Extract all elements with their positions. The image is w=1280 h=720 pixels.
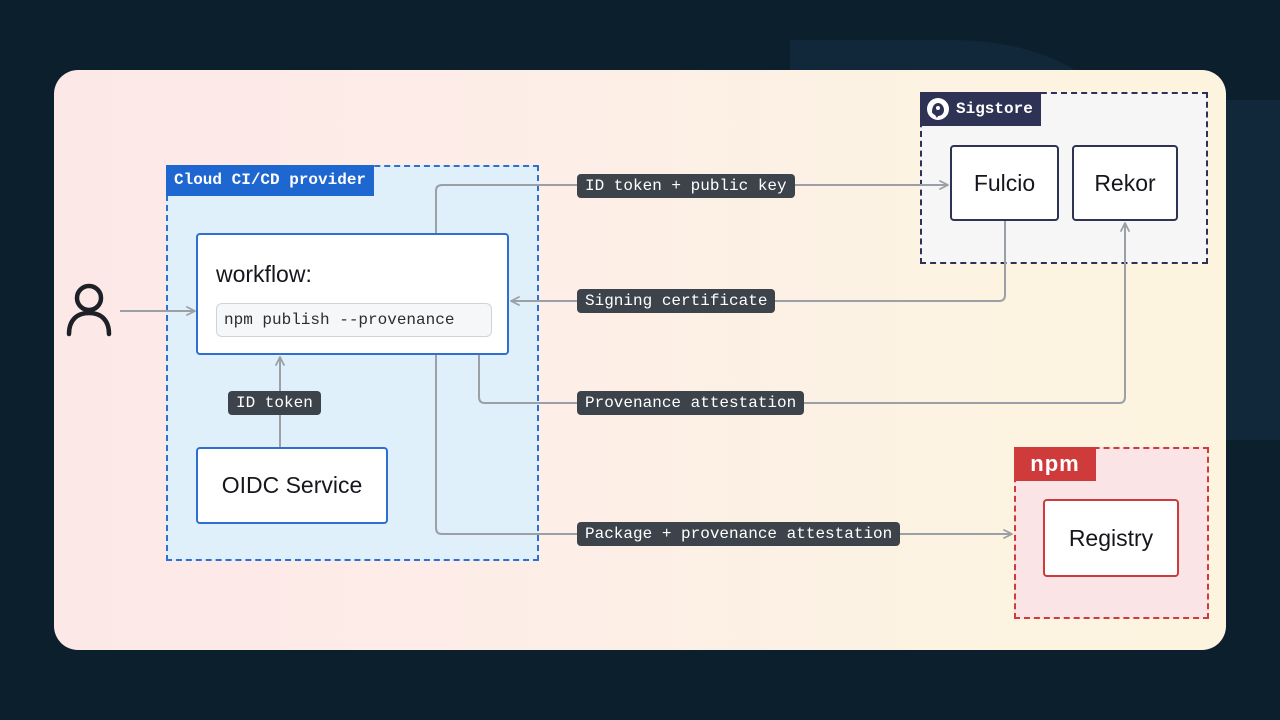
user-icon: [66, 283, 112, 337]
arrow-workflow-to-fulcio: [435, 180, 949, 233]
workflow-command: npm publish --provenance: [216, 303, 492, 337]
rekor-node: Rekor: [1072, 145, 1178, 221]
cloud-cicd-provider-label: Cloud CI/CD provider: [166, 165, 375, 196]
oidc-service-node: OIDC Service: [196, 447, 388, 524]
sigstore-logo-icon: [927, 98, 949, 120]
arrow-fulcio-to-workflow: [510, 221, 1006, 306]
npm-logo-text: npm: [1030, 453, 1079, 475]
fulcio-node: Fulcio: [950, 145, 1059, 221]
workflow-node: workflow: npm publish --provenance: [196, 233, 509, 355]
arrow-workflow-to-registry: [435, 355, 1013, 539]
label-id-token-public-key: ID token + public key: [577, 174, 795, 198]
workflow-title: workflow:: [216, 261, 312, 287]
npm-label: npm: [1014, 447, 1096, 481]
diagram-card: Cloud CI/CD provider Sigstore npm: [54, 70, 1226, 650]
label-id-token: ID token: [228, 391, 321, 415]
registry-node: Registry: [1043, 499, 1179, 577]
label-signing-certificate: Signing certificate: [577, 289, 776, 313]
label-package-provenance-attestation: Package + provenance attestation: [577, 522, 901, 546]
label-provenance-attestation: Provenance attestation: [577, 391, 805, 415]
sigstore-label: Sigstore: [920, 92, 1041, 126]
sigstore-label-text: Sigstore: [956, 100, 1033, 118]
npm-logo: npm: [1030, 453, 1079, 475]
arrow-workflow-to-rekor: [478, 222, 1130, 404]
